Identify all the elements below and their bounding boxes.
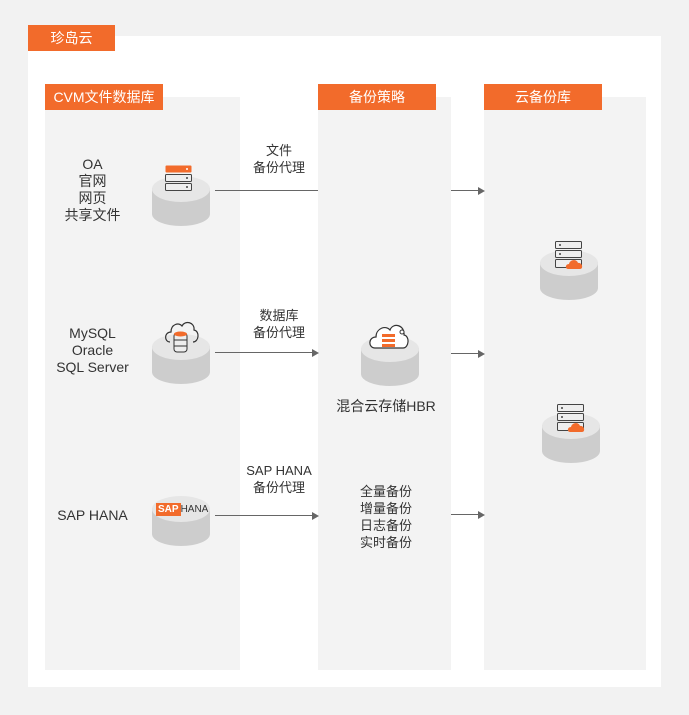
hbr-cloud-icon <box>369 324 409 349</box>
cloud-line <box>451 514 478 515</box>
source-sap-text: SAP HANA <box>57 507 128 523</box>
cloud-line <box>451 190 478 191</box>
cloud-header: 云备份库 <box>484 84 602 110</box>
hbr-label: 混合云存储HBR <box>336 398 436 414</box>
arrow-icon <box>478 350 485 358</box>
cloud-server-icon <box>555 241 583 269</box>
cloud-column <box>484 97 646 670</box>
arrow-icon <box>312 512 319 520</box>
sap-cylinder <box>152 496 210 546</box>
file-agent-label: 文件备份代理 <box>252 143 305 175</box>
db-agent-label: 数据库备份代理 <box>252 308 305 340</box>
arrow-icon <box>478 187 485 195</box>
title-tab: 珍岛云 <box>28 25 115 51</box>
sap-agent-line <box>215 515 312 516</box>
db-agent-line <box>215 352 312 353</box>
cloud-line <box>451 353 478 354</box>
source-header: CVM文件数据库 <box>45 84 163 110</box>
arrow-icon <box>478 511 485 519</box>
file-agent-line <box>215 190 318 191</box>
backup-modes: 全量备份增量备份日志备份实时备份 <box>359 484 412 550</box>
strategy-header: 备份策略 <box>318 84 436 110</box>
arrow-icon <box>312 349 319 357</box>
server-icon <box>165 165 192 191</box>
hbr-cylinder <box>361 336 419 386</box>
cloud-server-icon <box>557 404 585 432</box>
cloud-database-icon <box>165 321 199 353</box>
